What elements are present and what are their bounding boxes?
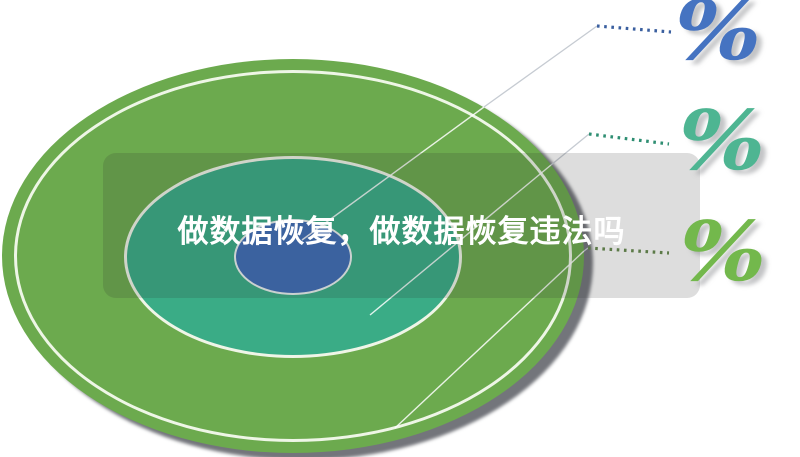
title-band (103, 153, 700, 298)
dotted-line-middle (588, 132, 670, 146)
percent-symbol-bottom: % (677, 204, 769, 300)
leader-line-top-outer (483, 25, 598, 108)
percent-symbol-top: % (672, 0, 764, 79)
percent-symbol-middle: % (676, 93, 768, 189)
diagram-title: 做数据恢复，做数据恢复违法吗 (177, 214, 626, 250)
dotted-line-top (596, 24, 672, 34)
